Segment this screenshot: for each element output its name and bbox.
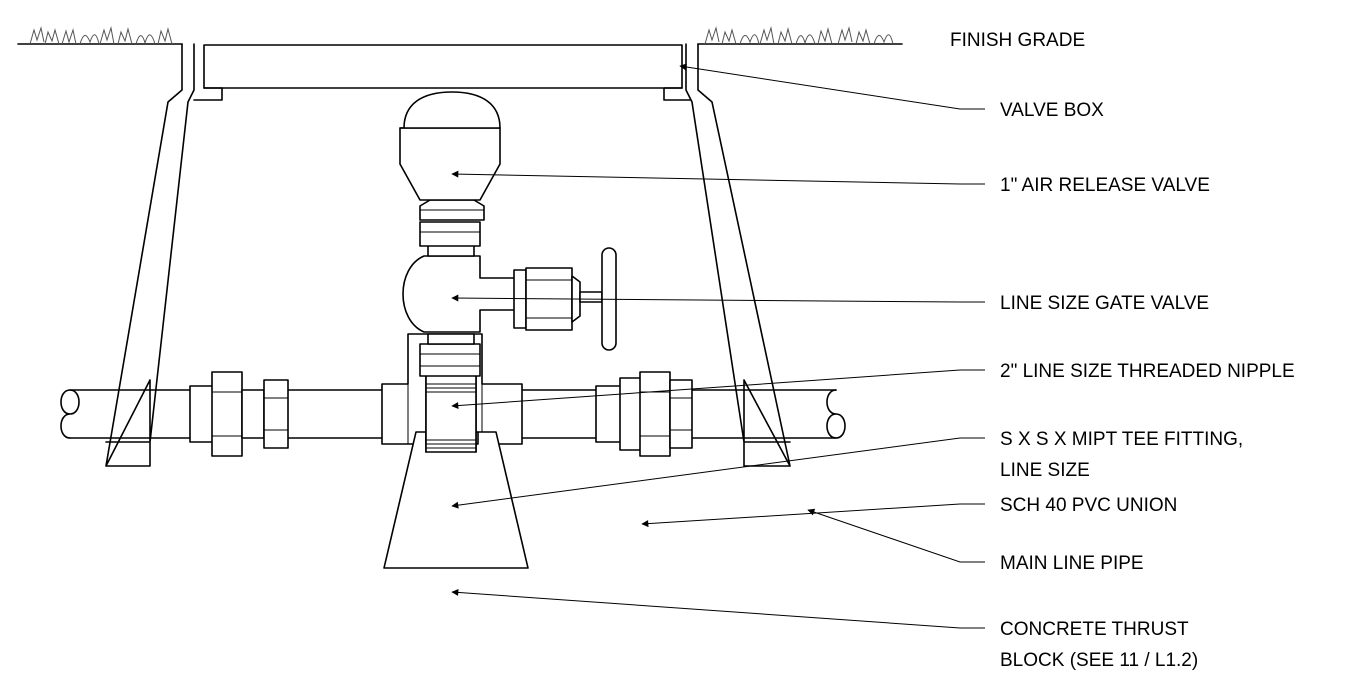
label-valve-box: VALVE BOX [1000,100,1104,121]
label-tee-fitting-line2: LINE SIZE [1000,460,1090,481]
valve-box-wall-right [663,43,791,467]
grass-hatch-left [29,26,173,45]
pipe-break-left [60,389,80,439]
leader-lines [451,63,985,629]
pvc-union-right [595,371,693,457]
label-thrust-block-line2: BLOCK (SEE 11 / L1.2) [1000,650,1198,671]
grass-hatch-right [704,26,894,45]
pipe-break-right [826,389,846,439]
label-gate-valve: LINE SIZE GATE VALVE [1000,293,1209,314]
label-thrust-block-line1: CONCRETE THRUST [1000,619,1189,640]
label-finish-grade: FINISH GRADE [950,30,1085,51]
label-air-release-valve: 1" AIR RELEASE VALVE [1000,175,1210,196]
valve-box-wall-left [105,43,223,467]
pvc-union-left [189,371,289,457]
label-main-line-pipe: MAIN LINE PIPE [1000,553,1144,574]
valve-box-lid [203,44,683,89]
main-line-pipe [60,389,846,439]
valve-box [105,43,791,467]
label-pvc-union: SCH 40 PVC UNION [1000,495,1177,516]
label-threaded-nipple: 2" LINE SIZE THREADED NIPPLE [1000,361,1295,382]
air-release-valve [399,91,501,221]
label-tee-fitting-line1: S X S X MIPT TEE FITTING, [1000,429,1243,450]
